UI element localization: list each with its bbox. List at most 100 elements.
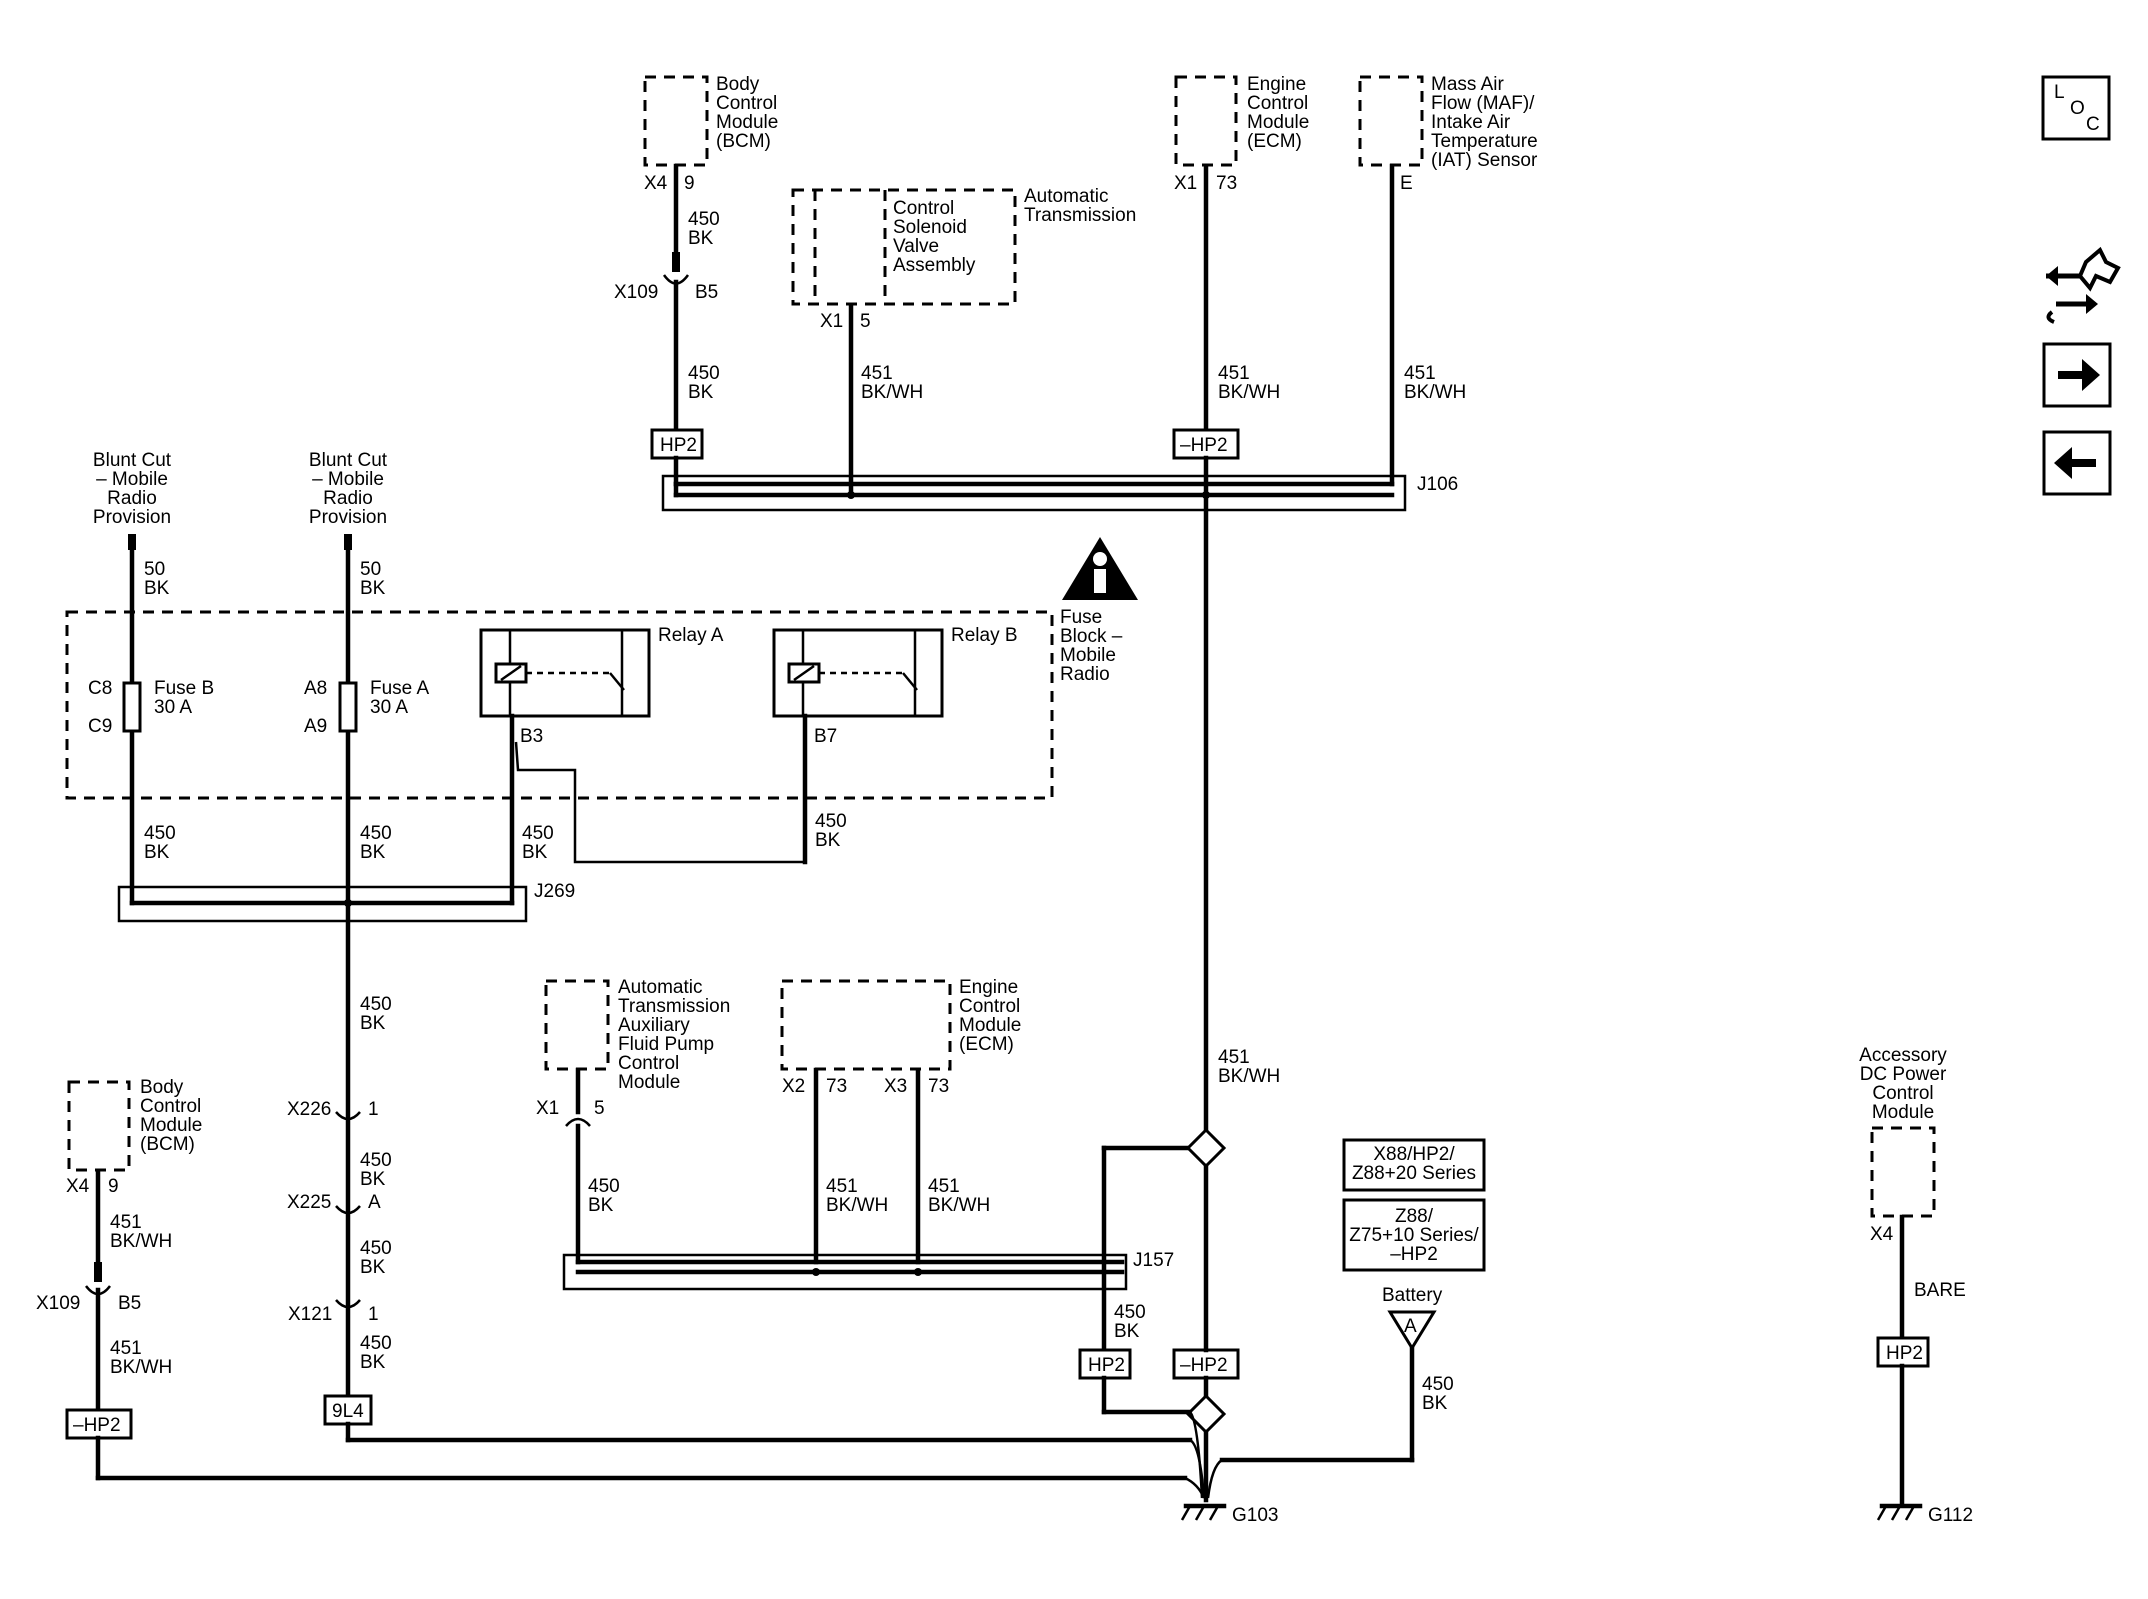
svg-text:9L4: 9L4 [332, 1401, 364, 1422]
svg-text:BK: BK [360, 842, 386, 863]
svg-text:BK: BK [360, 1013, 386, 1034]
transmission-box [791, 188, 1017, 306]
svg-text:73: 73 [928, 1076, 949, 1097]
connector-list-icon[interactable] [2046, 246, 2121, 324]
ecm-top-box [1174, 75, 1238, 167]
svg-text:1: 1 [368, 1304, 379, 1325]
accessory-box [1870, 1126, 1936, 1218]
info-icon[interactable] [1062, 537, 1138, 600]
loc-icon[interactable]: L O C [2041, 75, 2111, 141]
svg-text:BK: BK [588, 1195, 614, 1216]
next-arrow-icon[interactable] [2042, 342, 2112, 408]
aux-pump-box [544, 979, 610, 1071]
j157-label: J157 [1133, 1250, 1174, 1271]
svg-text:450: 450 [144, 823, 176, 844]
svg-text:BK: BK [1114, 1321, 1140, 1342]
hp2-tag-accessory [1876, 1336, 1930, 1368]
x109-top-label: X109 [614, 282, 658, 303]
svg-text:450: 450 [360, 1238, 392, 1259]
svg-text:451: 451 [110, 1212, 142, 1233]
svg-text:BK/WH: BK/WH [826, 1195, 888, 1216]
svg-text:A9: A9 [304, 716, 327, 737]
svg-text:BK: BK [522, 842, 548, 863]
svg-text:450: 450 [360, 1150, 392, 1171]
j106-label: J106 [1417, 474, 1458, 495]
fuse-block-box [65, 610, 1054, 800]
svg-text:X225: X225 [287, 1192, 331, 1213]
svg-text:BK: BK [1422, 1393, 1448, 1414]
svg-text:HP2: HP2 [660, 435, 697, 456]
svg-text:C8: C8 [88, 678, 112, 699]
svg-text:73: 73 [826, 1076, 847, 1097]
svg-text:450: 450 [588, 1176, 620, 1197]
svg-text:450: 450 [360, 1333, 392, 1354]
not-hp2-tag-bcm-left [65, 1408, 133, 1440]
svg-text:C9: C9 [88, 716, 112, 737]
bcm-left-box [67, 1080, 131, 1172]
svg-text:BK: BK [360, 1169, 386, 1190]
svg-text:BK: BK [688, 228, 714, 249]
svg-text:450: 450 [815, 811, 847, 832]
splice-j157 [562, 1253, 1128, 1291]
svg-text:BK/WH: BK/WH [110, 1231, 172, 1252]
svg-text:X4: X4 [66, 1176, 90, 1197]
svg-text:450: 450 [522, 823, 554, 844]
svg-text:X109: X109 [36, 1293, 80, 1314]
svg-text:451: 451 [1218, 363, 1250, 384]
svg-text:1: 1 [368, 1099, 379, 1120]
svg-text:BK: BK [688, 382, 714, 403]
j269-label: J269 [534, 881, 575, 902]
svg-text:–HP2: –HP2 [1180, 1355, 1228, 1376]
legend-box-hp2 [1342, 1138, 1486, 1192]
svg-text:Z88+20 Series: Z88+20 Series [1352, 1163, 1476, 1184]
connector-x226 [335, 1111, 361, 1121]
svg-text:5: 5 [594, 1098, 605, 1119]
splice-j106 [661, 474, 1407, 512]
svg-text:C: C [2086, 114, 2100, 135]
svg-text:9: 9 [108, 1176, 119, 1197]
svg-text:–HP2: –HP2 [73, 1415, 121, 1436]
legend-box-not-hp2 [1342, 1198, 1486, 1272]
previous-arrow-icon[interactable] [2042, 430, 2112, 496]
svg-text:Fuse A: Fuse A [370, 678, 429, 699]
svg-text:X2: X2 [782, 1076, 805, 1097]
svg-text:–HP2: –HP2 [1390, 1244, 1438, 1265]
svg-text:450: 450 [360, 994, 392, 1015]
connector-x109-left [85, 1285, 111, 1296]
svg-text:451: 451 [1404, 363, 1436, 384]
svg-text:O: O [2070, 98, 2085, 119]
svg-text:450: 450 [1422, 1374, 1454, 1395]
svg-text:X88/HP2/: X88/HP2/ [1373, 1144, 1455, 1165]
relay-a-label: Relay A [658, 625, 724, 646]
svg-text:BK/WH: BK/WH [110, 1357, 172, 1378]
svg-text:Fuse B: Fuse B [154, 678, 214, 699]
svg-text:Z75+10 Series/: Z75+10 Series/ [1349, 1225, 1479, 1246]
pin-x1-trans: X1 [820, 311, 843, 332]
battery-label: Battery [1382, 1285, 1443, 1306]
fuse-b [122, 681, 142, 733]
ecm-mid-box [780, 979, 952, 1071]
maf-sensor-box [1358, 75, 1424, 167]
svg-text:451: 451 [861, 363, 893, 384]
svg-text:BARE: BARE [1914, 1280, 1966, 1301]
pin-9-bcm-top: 9 [684, 173, 695, 194]
svg-text:450: 450 [688, 209, 720, 230]
svg-text:B5: B5 [118, 1293, 141, 1314]
svg-text:X226: X226 [287, 1099, 331, 1120]
connector-x225 [335, 1205, 361, 1215]
svg-text:X3: X3 [884, 1076, 907, 1097]
svg-text:B3: B3 [520, 726, 543, 747]
pin-x4-bcm-top: X4 [644, 173, 668, 194]
svg-text:HP2: HP2 [1886, 1343, 1923, 1364]
svg-text:451: 451 [826, 1176, 858, 1197]
option-diamond-top [1185, 1127, 1227, 1169]
svg-text:451: 451 [928, 1176, 960, 1197]
pin-e-maf: E [1400, 173, 1413, 194]
